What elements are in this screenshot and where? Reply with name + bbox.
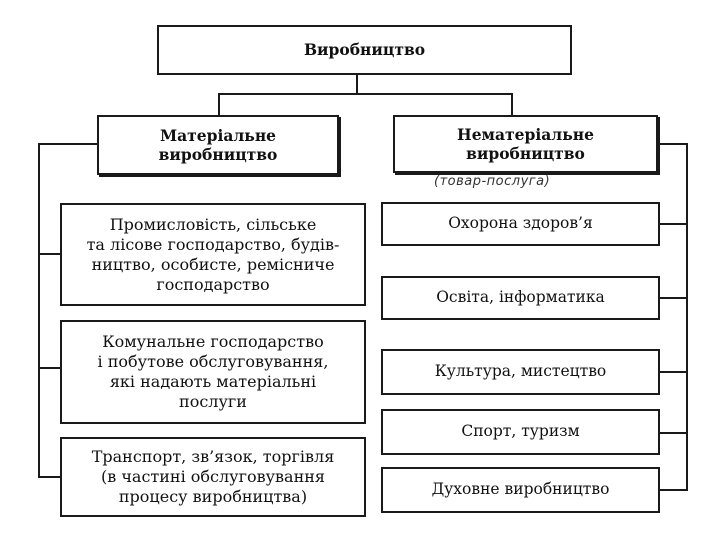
material-item-transport: Транспорт, зв’язок, торгівля (в частині … [60,437,366,517]
nonmaterial-production-node: Нематеріальне виробництво [393,115,658,173]
root-label: Виробництво [303,40,426,60]
root-connector [356,74,358,94]
left-bracket-top [38,143,98,145]
material-item-transport-label: Транспорт, зв’язок, торгівля (в частині … [91,447,335,506]
branch-right-drop [511,93,513,115]
material-item-communal-label: Комунальне господарство і побутове обслу… [97,332,329,411]
left-connector-1 [38,253,60,255]
left-bracket-spine [38,143,40,478]
branch-bar [218,93,512,95]
right-connector-5 [660,489,688,491]
material-item-communal: Комунальне господарство і побутове обслу… [60,320,366,424]
branch-left-drop [218,93,220,115]
nonmaterial-item-sport: Спорт, туризм [381,409,660,455]
nonmaterial-item-health-label: Охорона здоров’я [448,214,593,233]
nonmaterial-production-label: Нематеріальне виробництво [457,124,594,163]
nonmaterial-item-education-label: Освіта, інформатика [436,288,605,307]
nonmaterial-item-education: Освіта, інформатика [381,276,660,320]
material-production-node: Матеріальне виробництво [97,115,339,175]
nonmaterial-item-spiritual-label: Духовне виробництво [431,480,610,499]
right-connector-1 [660,223,688,225]
right-bracket-top [658,143,688,145]
material-production-label: Матеріальне виробництво [158,125,278,164]
nonmaterial-item-sport-label: Спорт, туризм [461,422,580,441]
nonmaterial-item-culture: Культура, мистецтво [381,349,660,395]
right-connector-4 [660,432,688,434]
material-item-industry: Промисловість, сільське та лісове господ… [60,203,366,306]
right-connector-2 [660,297,688,299]
root-node: Виробництво [157,25,572,75]
material-item-industry-label: Промисловість, сільське та лісове господ… [86,214,340,294]
nonmaterial-item-health: Охорона здоров’я [381,202,660,246]
left-connector-3 [38,476,60,478]
nonmaterial-handwritten-note: (товар-послуга) [434,174,551,189]
right-bracket-spine [686,143,688,491]
nonmaterial-item-culture-label: Культура, мистецтво [434,362,607,381]
nonmaterial-item-spiritual: Духовне виробництво [381,467,660,513]
left-connector-2 [38,367,60,369]
right-connector-3 [660,371,688,373]
